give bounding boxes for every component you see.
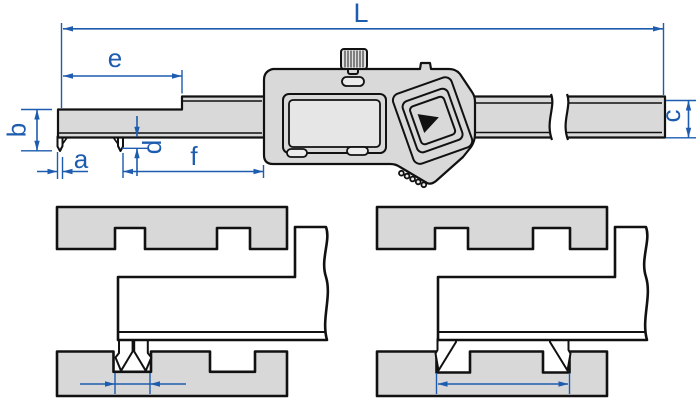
workpiece-bottom-block: [375, 350, 609, 398]
measurement-arrow-wide: [435, 373, 571, 394]
usage-figure-wide-span: [375, 205, 650, 398]
measurement-arrow-narrow: [80, 373, 186, 394]
beam-break-symbol: [548, 93, 570, 141]
caliper-beam: [116, 225, 330, 342]
top-button-pill: [341, 76, 365, 87]
caliper-jaw-tip-left: [114, 338, 134, 372]
thumb-grip-serrations: [398, 169, 428, 189]
dim-label-d: d: [137, 140, 167, 154]
dim-label-e: e: [108, 43, 122, 73]
caliper-jaw-tip-left: [56, 135, 69, 152]
caliper-jaw-tip-right: [133, 338, 153, 372]
dim-label-c: c: [656, 110, 686, 123]
digital-caliper-figure: L e b a d: [2, 0, 696, 189]
caliper-body: [262, 48, 477, 185]
dimension-c: c: [656, 99, 696, 139]
usage-figure-narrow-groove: [55, 205, 330, 398]
caliper-jaw-tip-right: [112, 135, 124, 152]
workpiece-bottom-block: [55, 350, 289, 398]
workpiece-top-block: [375, 205, 609, 251]
caliper-beam: [436, 225, 650, 342]
lcd-display: [282, 93, 387, 154]
triangle-logo-icon: [417, 114, 439, 134]
dimension-d: d: [122, 116, 167, 176]
caliper-jaw-tip-left: [434, 338, 457, 372]
dimension-L: L: [60, 0, 665, 108]
dimension-b: b: [2, 108, 52, 152]
dim-label-a: a: [74, 144, 89, 174]
dim-label-L: L: [353, 0, 368, 28]
workpiece-top-block: [55, 205, 289, 251]
caliper-jaw-tip-right: [549, 338, 572, 372]
angled-button-panel: [391, 76, 474, 165]
bottom-middle-button-pill: [346, 146, 369, 156]
bottom-left-button-pill: [286, 148, 308, 158]
dimension-a: a: [37, 144, 89, 179]
thumb-roller: [340, 48, 368, 70]
dim-label-f: f: [190, 141, 198, 171]
dim-label-b: b: [2, 123, 32, 137]
dimension-e: e: [63, 43, 183, 94]
dimension-f: f: [122, 141, 265, 178]
